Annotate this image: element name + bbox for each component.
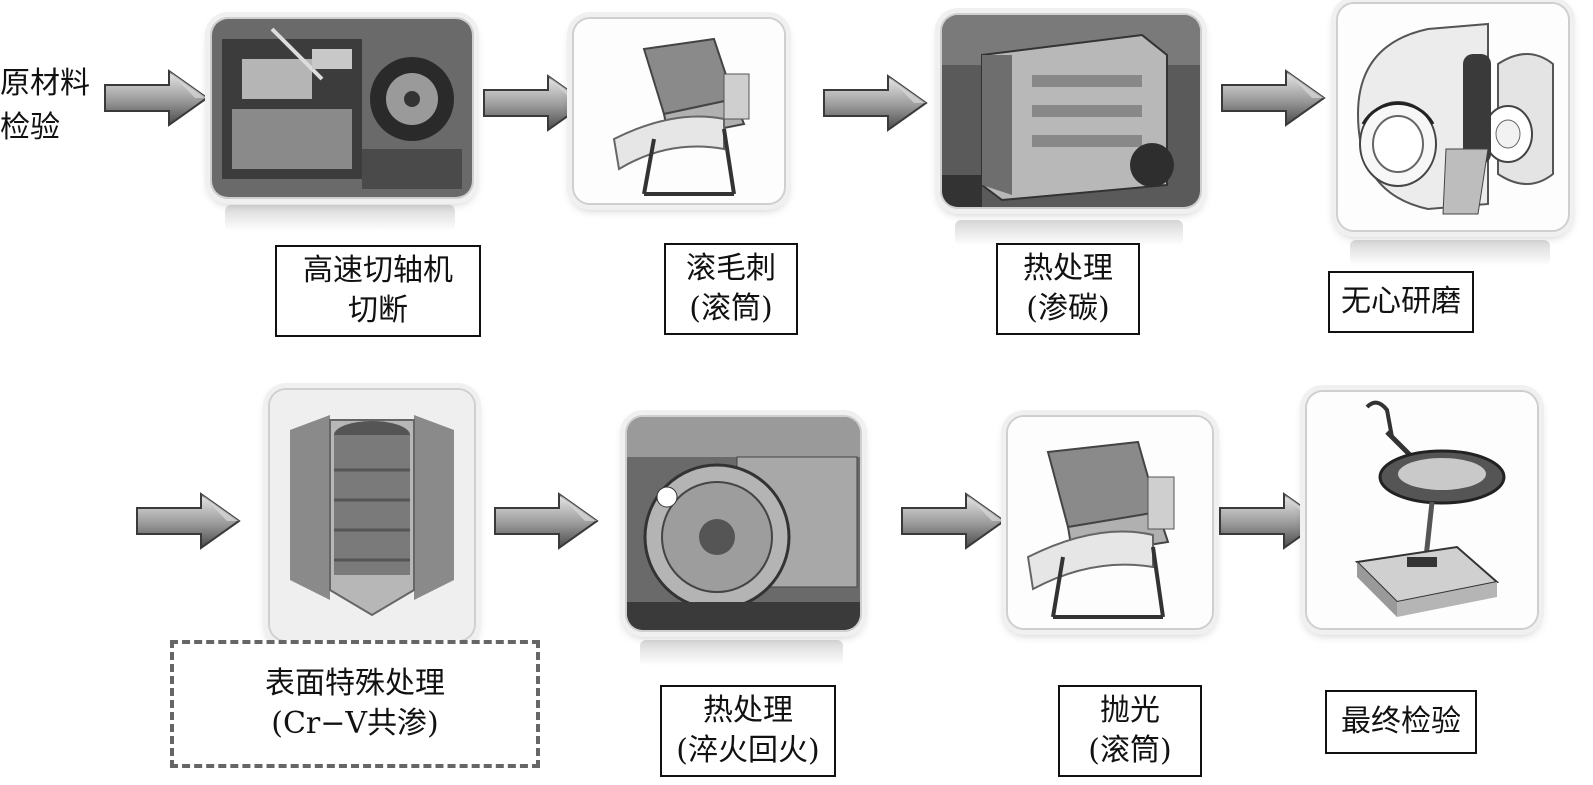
start-node: 原材料 检验 xyxy=(0,62,110,150)
centerless-grinding-icon xyxy=(1338,4,1568,230)
coating-vessel-icon xyxy=(270,390,474,640)
step-6-reflection xyxy=(640,640,843,666)
flow-arrow-4 xyxy=(1220,67,1326,129)
step-5-label: 表面特殊处理 (Cr−V共渗) xyxy=(170,640,540,768)
tumbler-icon xyxy=(574,19,784,203)
flow-arrow-5 xyxy=(135,490,241,552)
step-6-image xyxy=(625,415,862,632)
tumbler-icon xyxy=(1008,417,1212,628)
step-6-label-line1: 热处理 xyxy=(703,693,793,728)
quench-furnace-icon xyxy=(627,417,860,630)
step-5-label-line2: (Cr−V共渗) xyxy=(271,706,439,741)
step-5-image xyxy=(268,388,476,642)
step-7-image xyxy=(1006,415,1214,630)
magnifier-lamp-icon xyxy=(1307,392,1537,628)
step-3-image xyxy=(940,13,1202,209)
furnace-icon xyxy=(942,15,1200,207)
step-8-label: 最终检验 xyxy=(1325,690,1477,754)
step-7-label-line2: (滚筒) xyxy=(1088,733,1172,768)
step-7-label-line1: 抛光 xyxy=(1100,693,1160,728)
flow-arrow-6 xyxy=(493,490,599,552)
step-2-label-line1: 滚毛刺 xyxy=(686,251,776,286)
cutting-machine-icon xyxy=(212,19,472,197)
flow-arrow-7 xyxy=(900,490,1006,552)
step-8-image xyxy=(1305,390,1539,630)
step-8-label-line1: 最终检验 xyxy=(1341,704,1461,739)
step-6-label-line2: (淬火回火) xyxy=(676,733,820,768)
step-1-image xyxy=(210,17,474,199)
step-1-label-line1: 高速切轴机 xyxy=(303,253,453,288)
start-label-line1: 原材料 xyxy=(0,66,90,101)
step-2-label-line2: (滚筒) xyxy=(689,291,773,326)
step-3-reflection xyxy=(955,220,1183,246)
step-7-label: 抛光 (滚筒) xyxy=(1058,685,1202,777)
step-2-image xyxy=(572,17,786,205)
step-4-reflection xyxy=(1350,240,1550,266)
step-6-label: 热处理 (淬火回火) xyxy=(660,685,836,777)
step-3-label-line1: 热处理 xyxy=(1023,251,1113,286)
step-4-image xyxy=(1336,2,1570,232)
step-4-label-line1: 无心研磨 xyxy=(1341,284,1461,319)
step-3-label-line2: (渗碳) xyxy=(1026,291,1110,326)
step-1-label-line2: 切断 xyxy=(348,293,408,328)
step-4-label: 无心研磨 xyxy=(1328,271,1474,333)
step-1-reflection xyxy=(225,205,455,231)
step-5-label-line1: 表面特殊处理 xyxy=(265,666,445,701)
step-2-label: 滚毛刺 (滚筒) xyxy=(664,243,798,335)
flow-arrow-3 xyxy=(822,72,928,134)
step-1-label: 高速切轴机 切断 xyxy=(275,245,481,337)
start-label-line2: 检验 xyxy=(0,110,60,145)
flow-arrow-1 xyxy=(103,67,209,129)
step-3-label: 热处理 (渗碳) xyxy=(996,243,1140,335)
